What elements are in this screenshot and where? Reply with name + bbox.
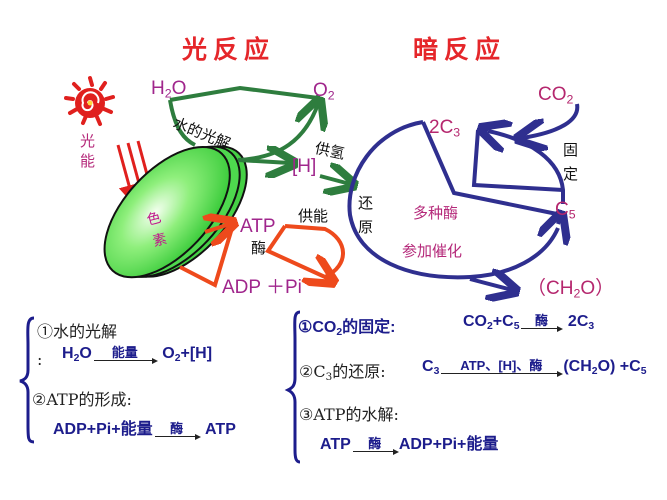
- arrow-icon: ATP、[H]、酶: [441, 359, 564, 377]
- light-item1-title: ①水的光解: [37, 322, 118, 341]
- enzymes-label: 多种酶: [413, 204, 459, 222]
- arrow-icon: 酶: [352, 437, 399, 455]
- co2-label: CO2: [538, 84, 574, 107]
- supply-energy-label: 供能: [298, 207, 329, 225]
- photolysis-arrows: [168, 85, 350, 184]
- o2-label: O2: [313, 80, 335, 103]
- calvin-cycle-arrows: [347, 103, 580, 290]
- reduction-label: 还 原: [358, 194, 374, 236]
- arrow-icon: 酶: [521, 314, 564, 332]
- atp-arrows: [179, 224, 345, 285]
- dark-reaction-title: 暗反应: [413, 35, 507, 64]
- catalysis-label: 参加催化: [402, 242, 463, 260]
- light-reaction-title: 光反应: [182, 35, 276, 64]
- thylakoid-disk: [103, 145, 248, 279]
- h2o-label: H2O: [151, 78, 187, 101]
- enzyme-label: 酶: [251, 239, 267, 257]
- sun-icon: [64, 76, 115, 126]
- arrow-icon: 酶: [154, 422, 201, 440]
- atp-label: ATP: [240, 216, 276, 237]
- light-energy-label: 光 能: [80, 132, 96, 170]
- light-eq2: ADP+Pi+能量酶 ATP: [53, 420, 236, 440]
- arrow-icon: 能量: [93, 346, 158, 364]
- light-item1-colon: :: [37, 350, 43, 369]
- ch2o-label: （CH2O）: [527, 278, 615, 301]
- c5-label: C5: [555, 199, 576, 222]
- dark-item2-title: ②C3的还原:: [299, 362, 386, 384]
- 2c3-label: 2C3: [429, 117, 461, 140]
- dark-item1-title: ①CO2的固定:: [298, 319, 396, 339]
- dark-item3-title: ③ATP的水解:: [299, 405, 399, 424]
- fixation-label: 固 定: [563, 141, 579, 183]
- h-label: [H]: [292, 156, 317, 177]
- light-item2-title: ②ATP的形成:: [32, 390, 132, 409]
- left-brace: [19, 316, 35, 444]
- right-brace: [284, 310, 301, 464]
- adp-pi-label: ADP ＋Pi: [222, 277, 302, 298]
